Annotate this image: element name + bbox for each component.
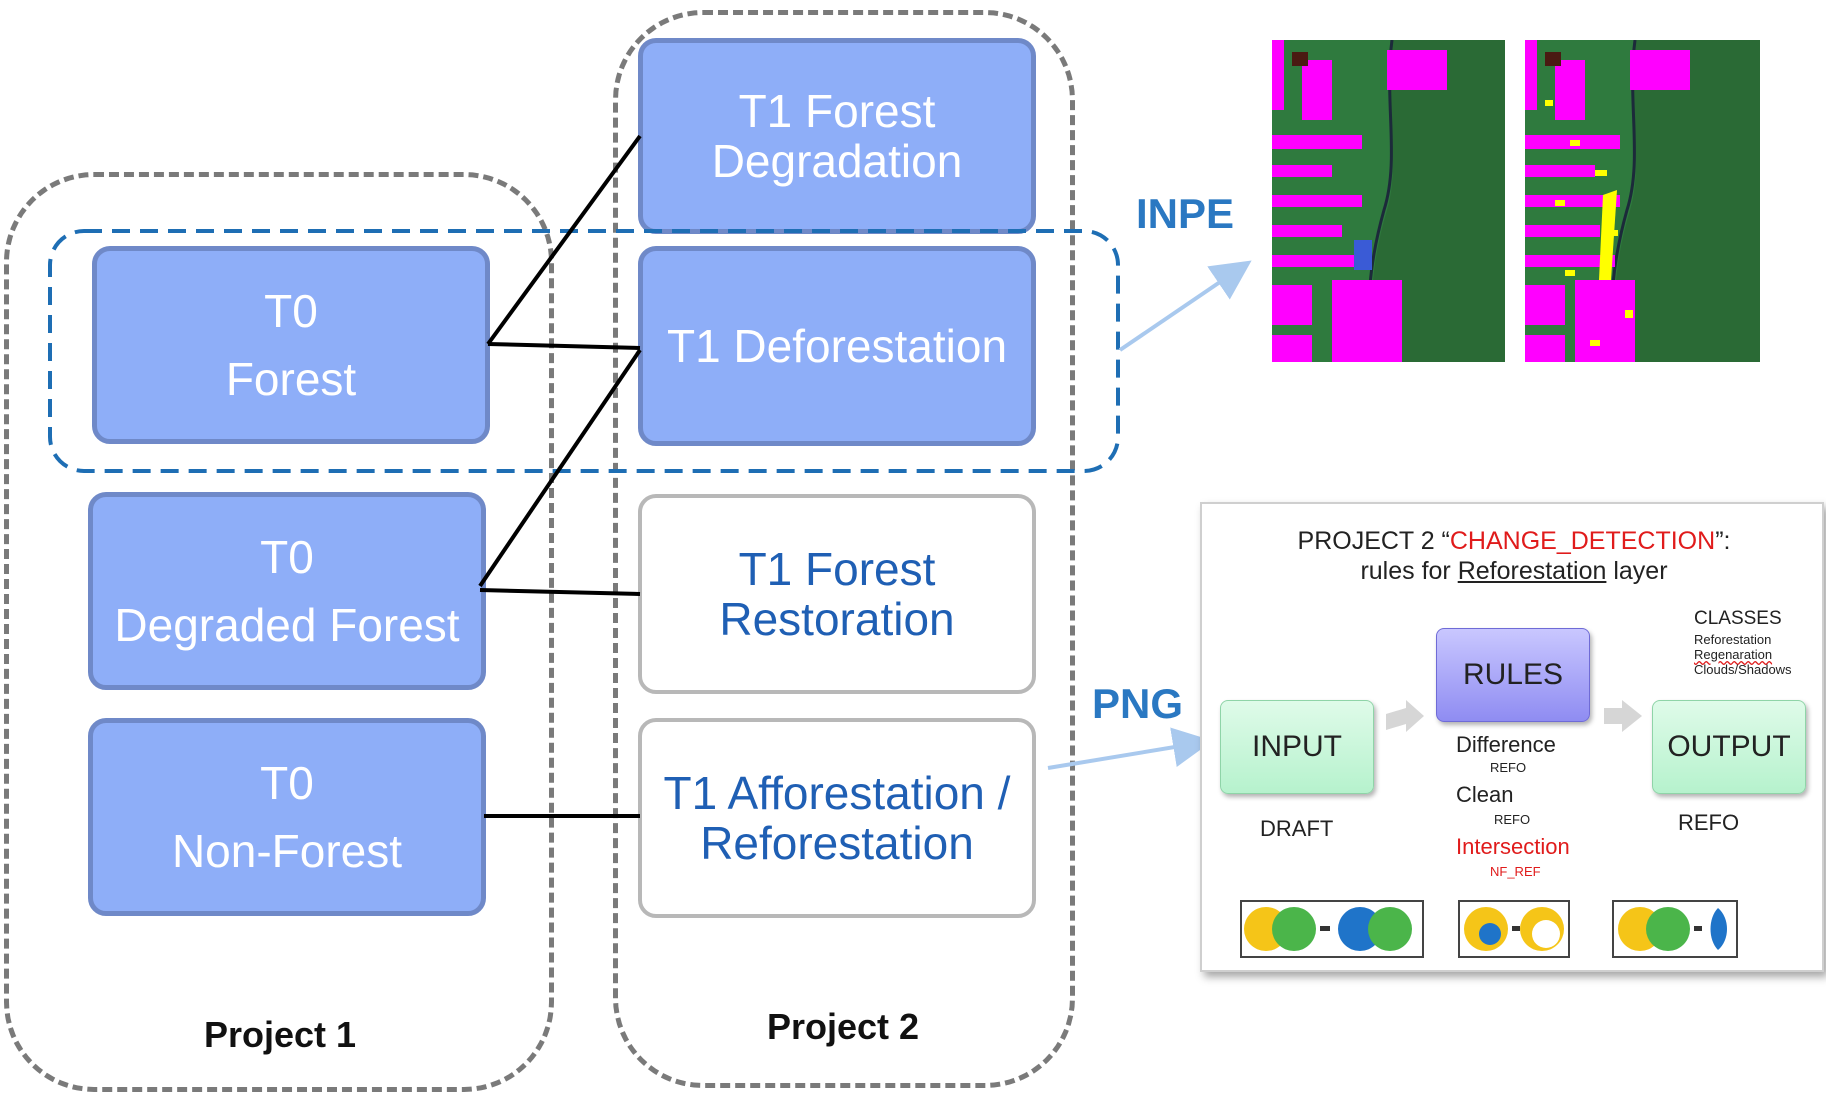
venn-input	[1240, 900, 1424, 958]
png-tag: PNG	[1092, 680, 1184, 727]
t0-degraded-line2: Degraded Forest	[114, 599, 460, 651]
panel-title-red: CHANGE_DETECTION	[1449, 527, 1716, 555]
panel-title: PROJECT 2 “CHANGE_DETECTION”:	[1202, 526, 1826, 556]
t0-degraded-forest-box: T0 Degraded Forest	[88, 492, 486, 690]
connector-forest-deforestation	[487, 342, 641, 350]
panel-arrows	[1386, 700, 1642, 732]
panel-title-prefix: PROJECT 2 “	[1297, 527, 1450, 555]
t0-degraded-line1: T0	[260, 531, 314, 583]
rules-box: RULES	[1436, 628, 1590, 722]
t0-nonforest-line1: T0	[260, 757, 314, 809]
venn-rules	[1458, 900, 1570, 958]
t1-deforestation-box: T1 Deforestation	[638, 246, 1036, 446]
change-detection-rules-panel: PROJECT 2 “CHANGE_DETECTION”: rules for …	[1200, 502, 1824, 972]
t1-afforestation-line1: T1 Afforestation /	[663, 767, 1011, 819]
satellite-image-before	[1272, 40, 1505, 362]
satellite-before-svg	[1272, 40, 1505, 362]
venn-output-svg	[1618, 907, 1727, 951]
t1-deforestation-line1: T1 Deforestation	[666, 320, 1008, 372]
class-reforestation: Reforestation	[1694, 632, 1772, 647]
t1-forest-degradation-box: T1 Forest Degradation	[638, 38, 1036, 234]
arrow-to-inpe-images	[1118, 260, 1252, 352]
t0-non-forest-box: T0 Non-Forest	[88, 718, 486, 916]
satellite-image-after	[1525, 40, 1760, 362]
t1-afforestation-reforestation-box: T1 Afforestation / Reforestation	[638, 718, 1036, 918]
connector-degraded-restoration	[479, 588, 641, 596]
venn-rules-svg	[1464, 907, 1564, 951]
arrow-to-png-panel	[1047, 727, 1213, 770]
t1-degradation-line2: Degradation	[711, 135, 963, 187]
t1-afforestation-line2: Reforestation	[700, 817, 974, 869]
panel-subtitle: rules for Reforestation layer	[1202, 556, 1826, 586]
connector-degraded-deforestation	[478, 348, 642, 588]
t1-restoration-line1: T1 Forest	[738, 543, 936, 595]
connector-forest-degradation	[486, 134, 642, 346]
project-2-container	[613, 10, 1075, 1088]
deforestation-highlight-dash	[48, 229, 1120, 473]
arrow-input-to-rules	[1386, 700, 1424, 732]
t1-restoration-line2: Restoration	[719, 593, 955, 645]
rule-difference: Difference	[1456, 732, 1556, 757]
rule-refo-1: REFO	[1490, 760, 1527, 775]
inpe-tag: INPE	[1136, 190, 1235, 237]
t0-nonforest-line2: Non-Forest	[171, 825, 403, 877]
class-clouds-shadows: Clouds/Shadows	[1694, 662, 1792, 677]
satellite-after-svg	[1525, 40, 1760, 362]
project-1-label: Project 1	[203, 1014, 357, 1055]
venn-output	[1612, 900, 1738, 958]
arrow-rules-to-output	[1604, 700, 1642, 732]
venn-input-svg	[1244, 907, 1412, 951]
panel-subtitle-pre: rules for	[1360, 557, 1458, 585]
panel-subtitle-post: layer	[1606, 557, 1668, 585]
classes-header: CLASSES	[1694, 608, 1782, 629]
rule-clean: Clean	[1456, 782, 1514, 807]
rule-intersection: Intersection	[1456, 834, 1570, 859]
draft-label: DRAFT	[1260, 816, 1334, 841]
panel-subtitle-underlined: Reforestation	[1457, 557, 1607, 585]
t0-forest-line1: T0	[264, 285, 318, 337]
rule-refo-2: REFO	[1494, 812, 1531, 827]
project-1-container	[4, 172, 554, 1092]
input-box: INPUT	[1220, 700, 1374, 794]
rule-nf-ref: NF_REF	[1490, 864, 1541, 879]
output-box: OUTPUT	[1652, 700, 1806, 794]
t0-forest-line2: Forest	[225, 353, 357, 405]
panel-title-suffix: ”:	[1715, 527, 1731, 555]
t1-degradation-line1: T1 Forest	[738, 85, 936, 137]
class-regenaration: Regenaration	[1694, 647, 1773, 662]
project-2-label: Project 2	[766, 1006, 920, 1047]
refo-output-label: REFO	[1678, 810, 1740, 835]
t1-forest-restoration-box: T1 Forest Restoration	[638, 494, 1036, 694]
t0-forest-box: T0 Forest	[92, 246, 490, 444]
